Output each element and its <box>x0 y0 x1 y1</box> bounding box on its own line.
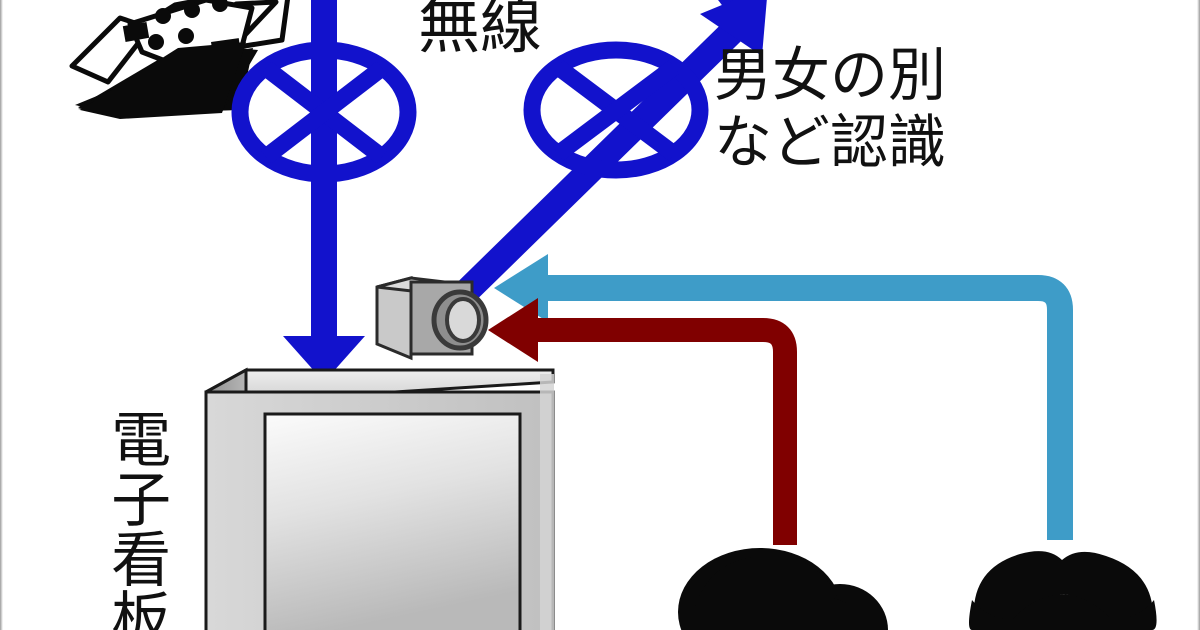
person-silhouette-icon-right <box>969 551 1157 630</box>
camera-icon <box>375 276 489 361</box>
arrow-camera-to-server <box>456 0 767 302</box>
radio-x-circle-icon-left <box>231 41 417 183</box>
arrow-person-left-to-camera <box>488 298 797 545</box>
label-gender-recognition: 男女の別 など認識 <box>714 41 947 177</box>
label-digital-signage: 電子看板 <box>100 408 171 630</box>
page-right-border <box>1197 0 1200 630</box>
page-left-border <box>0 0 3 630</box>
radio-x-circle-icon-right <box>523 41 709 179</box>
server-illustration <box>69 0 290 119</box>
monitor-icon <box>204 367 555 630</box>
person-silhouette-icon-left <box>678 548 888 630</box>
label-wireless: 無線 <box>418 0 543 62</box>
